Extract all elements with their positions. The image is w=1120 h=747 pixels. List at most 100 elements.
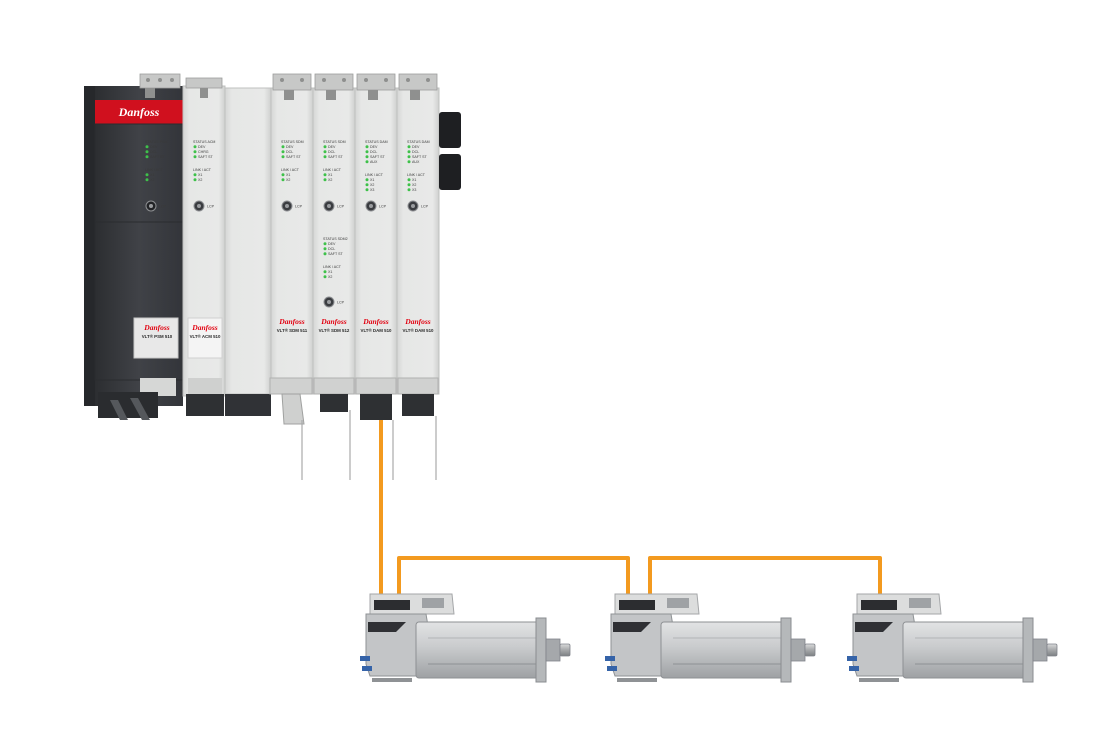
ground-wires	[301, 410, 437, 480]
cable-gland	[362, 666, 372, 671]
motor-housing	[660, 621, 790, 679]
status-led	[281, 145, 285, 149]
link-led	[365, 183, 369, 187]
status-title: STATUS SDM	[281, 140, 304, 144]
module-blank	[224, 87, 272, 416]
status-led-label: DEV	[286, 145, 294, 149]
status-led-label: DCL	[412, 150, 419, 154]
status-led	[323, 150, 327, 154]
link-led-label: X3	[370, 188, 374, 192]
link-led	[281, 173, 285, 177]
cable-motor-1-to-motor-2	[397, 556, 630, 596]
status-led-label: SAFT ST	[370, 155, 386, 159]
lcp-label: LCP	[295, 205, 303, 209]
status-led	[193, 155, 197, 159]
servo-motor-3	[847, 593, 1058, 683]
servo-motors	[360, 593, 1058, 683]
link-led-label: X2	[198, 178, 202, 182]
link-led-label: X2	[328, 178, 332, 182]
module-sdm-511	[270, 87, 314, 395]
status-led	[323, 247, 327, 251]
link-title: LINK / ACT	[193, 168, 212, 172]
cable-gland	[607, 666, 617, 671]
status-title: STATUS DAM	[365, 140, 388, 144]
motor-housing	[902, 621, 1032, 679]
module-acm-510	[182, 85, 226, 416]
motor-shaft-collar	[545, 638, 561, 662]
status-led-label: CHRG	[198, 150, 209, 154]
status-led	[145, 150, 149, 154]
status-title: STATUS ACM	[193, 140, 215, 144]
motor-shaft	[559, 643, 571, 657]
status-title: STATUS SDM	[323, 140, 346, 144]
lcp-label: LCP	[207, 205, 215, 209]
status-led-label: SAFT ST	[198, 155, 214, 159]
connector-plug	[619, 600, 655, 610]
link-led	[407, 178, 411, 182]
lcp-label: LCP	[337, 205, 345, 209]
status-led	[323, 145, 327, 149]
link-led-label: X1	[412, 178, 416, 182]
status-led-label: DCL	[286, 150, 293, 154]
cable-gland	[847, 656, 857, 661]
status-title: STATUS PSM	[145, 140, 167, 144]
brand-band	[95, 100, 183, 124]
status-led-label: SAFT ST	[150, 155, 166, 159]
motor-shaft	[804, 643, 816, 657]
link-title: LINK / ACT	[323, 168, 342, 172]
status-led	[145, 155, 149, 159]
ethernet-cable-network	[379, 420, 882, 596]
motor-shaft-collar	[790, 638, 806, 662]
module-dam-510-b	[396, 87, 440, 395]
status-led	[365, 160, 369, 164]
motor-flange	[780, 617, 792, 683]
link-led-label: X2	[286, 178, 290, 182]
module-dam-510-a	[354, 87, 398, 395]
status-led	[193, 150, 197, 154]
product-label: VLT® PSM 510	[142, 334, 173, 339]
servo-motor-1	[360, 593, 571, 683]
drive-rack: Danfoss	[84, 73, 461, 480]
link-led-label: X2	[412, 183, 416, 187]
link-led-label-2: X2	[328, 275, 332, 279]
link-led	[323, 178, 327, 182]
status-led	[407, 160, 411, 164]
link-led	[323, 275, 327, 279]
lcp-label: LCP	[379, 205, 387, 209]
status-led	[281, 150, 285, 154]
lcp-label: LCP	[421, 205, 429, 209]
link-led	[323, 270, 327, 274]
status-led-label: SAFT ST	[286, 155, 302, 159]
terminal-screws	[146, 78, 430, 82]
cable-motor-2-to-motor-3	[648, 556, 882, 596]
status-led-label: DCL	[370, 150, 377, 154]
status-led	[323, 242, 327, 246]
module-psm-510: Danfoss	[84, 86, 184, 420]
brand-logo: Danfoss	[320, 317, 347, 326]
link-led-label: X1	[198, 173, 202, 177]
status-led-label: SAFT ST	[328, 155, 344, 159]
link-led	[407, 183, 411, 187]
status-led	[323, 252, 327, 256]
bottom-connectors	[269, 377, 439, 425]
status-led-label: SAFT ST	[412, 155, 428, 159]
status-led	[407, 145, 411, 149]
product-label: VLT® ACM 510	[190, 334, 221, 339]
brand-logo: Danfoss	[143, 323, 170, 332]
status-led-label: DCL	[328, 150, 335, 154]
status-led-label: DCL	[150, 150, 157, 154]
brand-logo: Danfoss	[362, 317, 389, 326]
link-title: LINK / ACT	[407, 173, 426, 177]
product-label: VLT® DAM 510	[403, 328, 435, 333]
motor-shaft	[1046, 643, 1058, 657]
status-led-label-2: DEV	[328, 242, 336, 246]
link-led-label: X1	[328, 173, 332, 177]
status-led-label: DEV	[198, 145, 206, 149]
status-title: STATUS DAM	[407, 140, 430, 144]
link-title-2: LINK / ACT	[323, 265, 342, 269]
